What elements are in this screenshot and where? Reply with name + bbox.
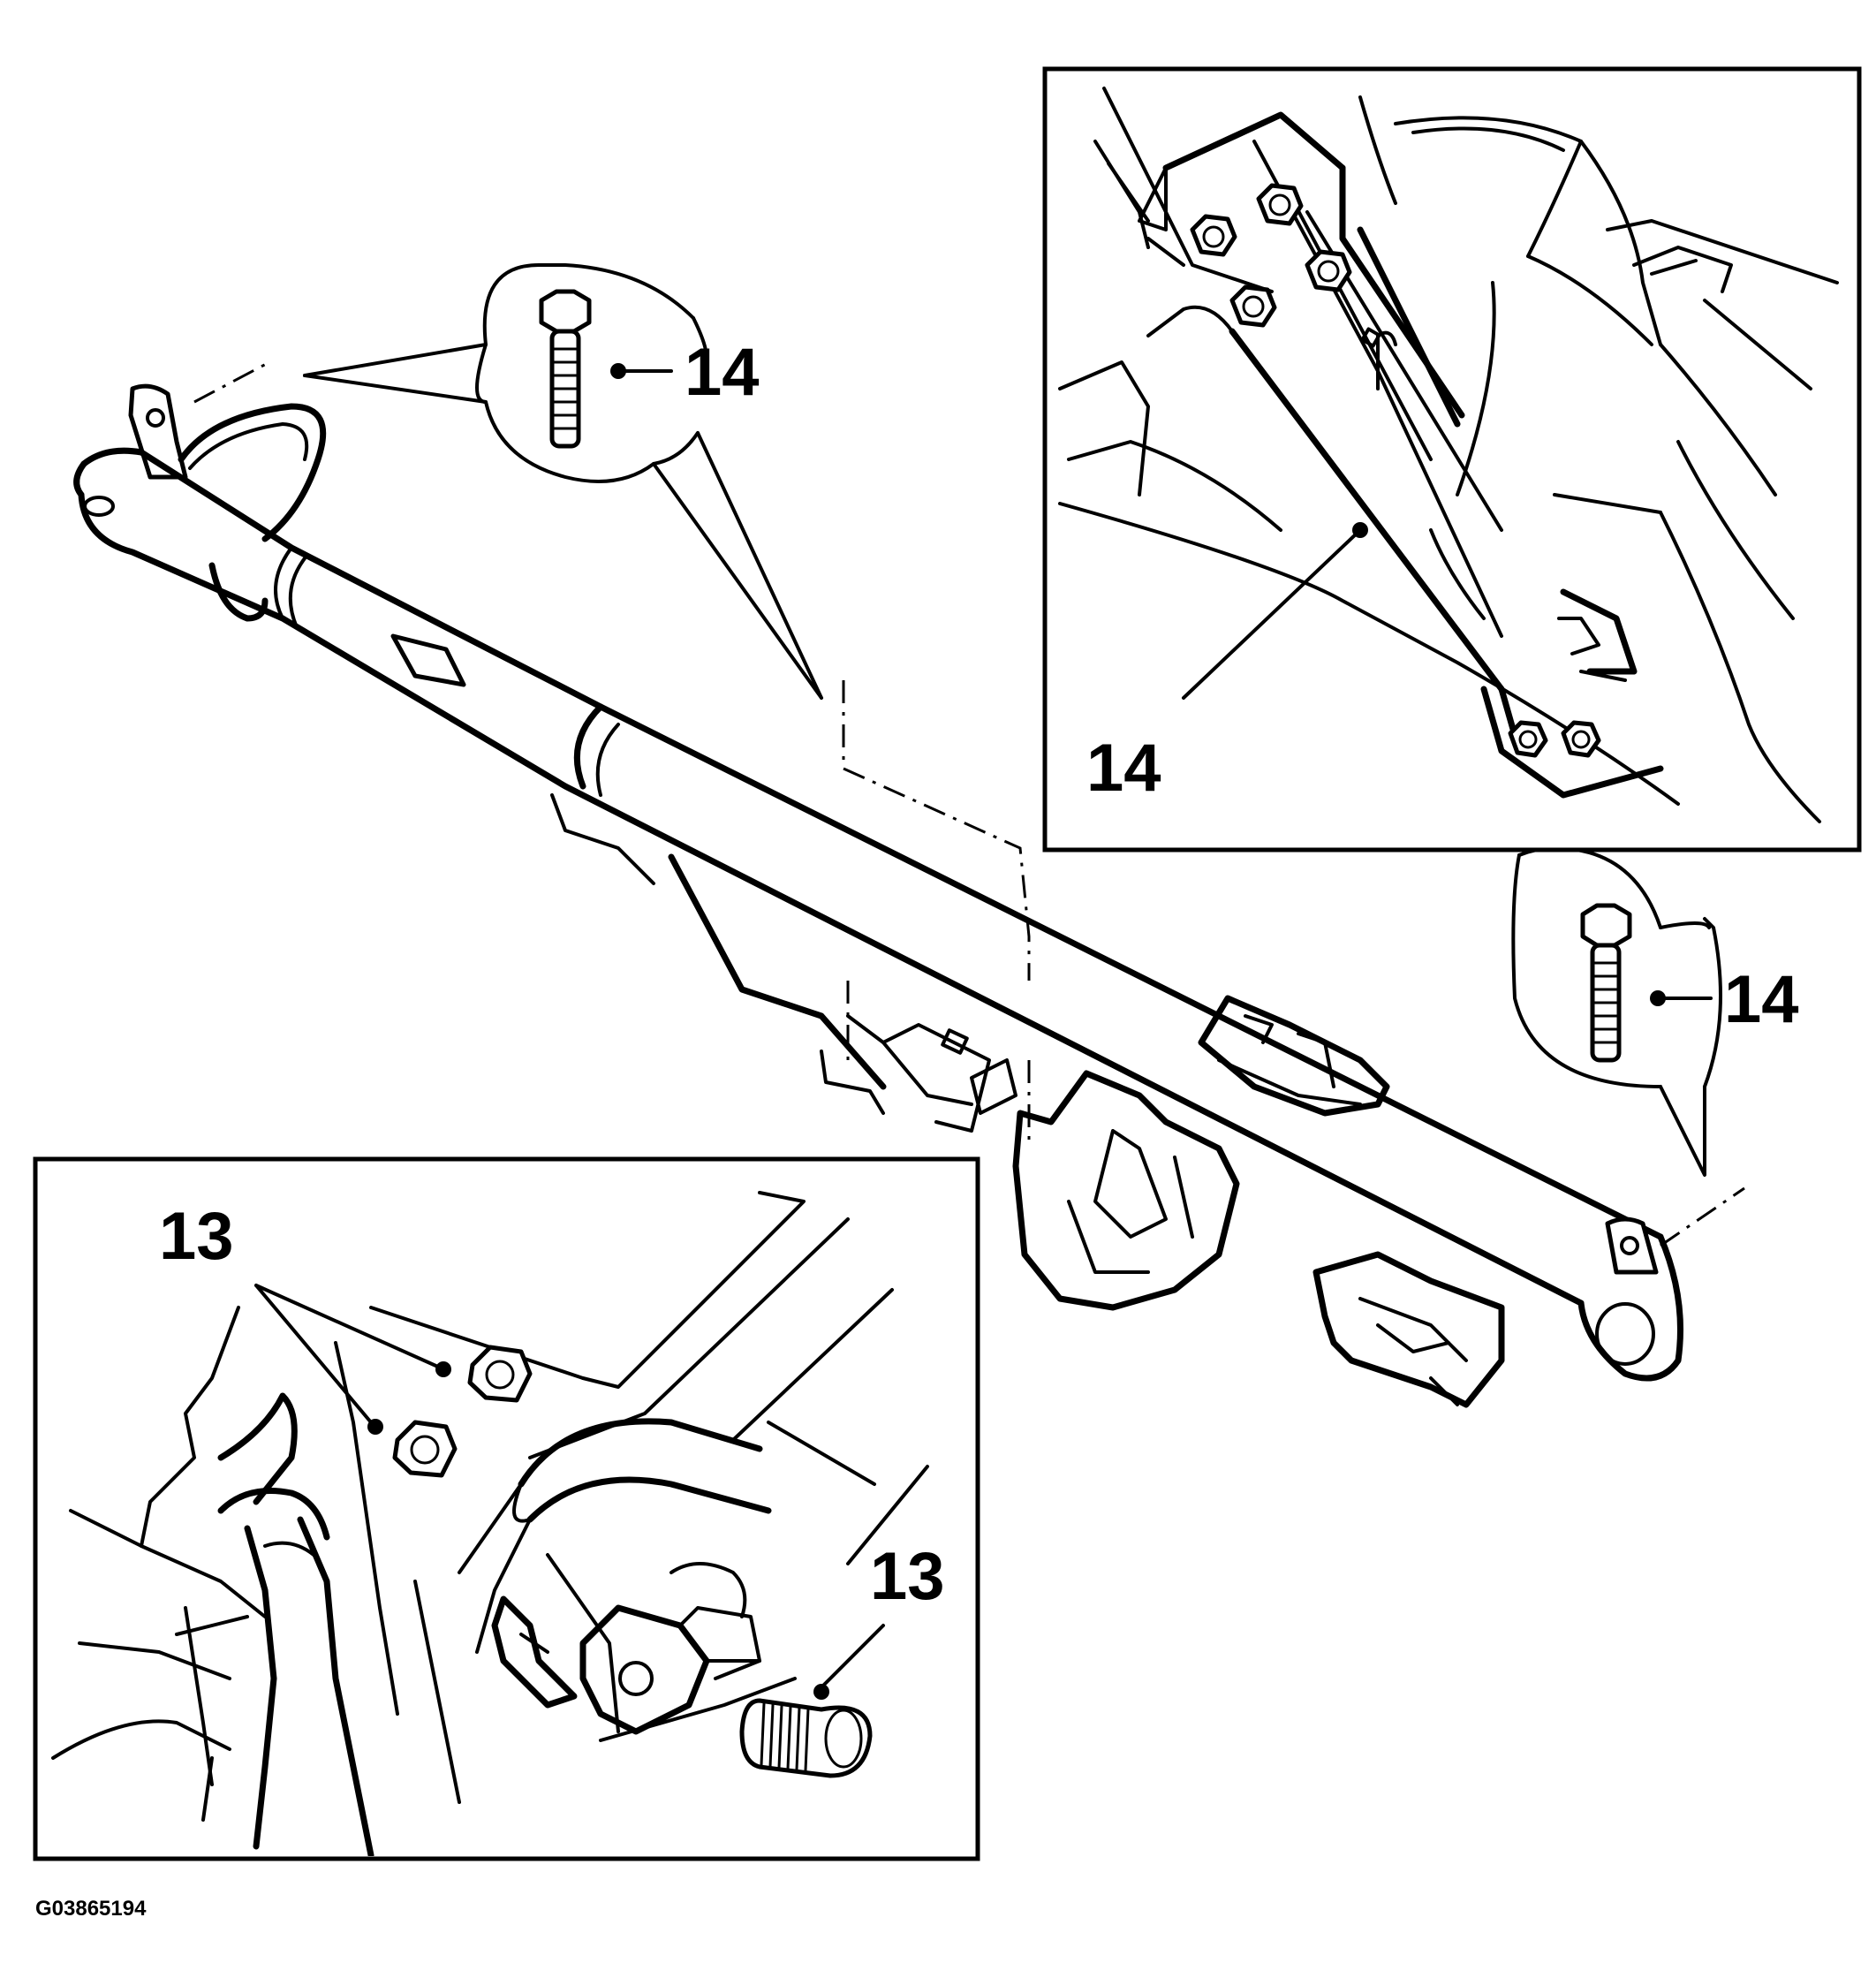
nut-icon: [1256, 183, 1304, 226]
nut-icon: [1508, 720, 1548, 758]
callout-label-13-nuts: 13: [159, 1199, 234, 1274]
cross-car-beam: [73, 383, 1683, 1408]
inset-top-right: 14: [1042, 66, 1862, 853]
bolt-icon: [739, 1698, 873, 1778]
inset-frame-top-right: [1042, 66, 1862, 853]
bolt-callout-top-left: 14: [303, 263, 823, 700]
nut-icon: [392, 1420, 458, 1478]
leader-lines: [193, 360, 1745, 1247]
bolt-icon: [1580, 903, 1632, 1063]
nut-icon: [1561, 720, 1601, 758]
callout-label-14-right: 14: [1724, 962, 1799, 1037]
nut-icon: [1305, 249, 1352, 292]
bolt-icon: [539, 289, 592, 449]
bolt-callout-right: 14: [1511, 846, 1799, 1177]
inset-bottom-left: 13 13: [33, 1156, 980, 1861]
callout-label-14-top-left: 14: [685, 335, 760, 410]
figure-id: G03865194: [35, 1897, 147, 1921]
callout-label-14-inset: 14: [1086, 731, 1161, 806]
nut-icon: [1190, 214, 1237, 257]
callout-label-13-bolt: 13: [870, 1539, 945, 1614]
nut-icon: [1229, 284, 1277, 328]
nut-icon: [467, 1345, 533, 1403]
